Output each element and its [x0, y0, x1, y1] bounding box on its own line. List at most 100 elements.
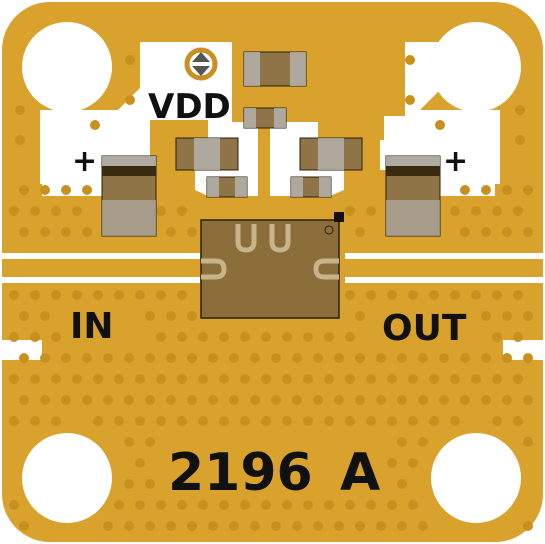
via — [208, 395, 218, 405]
via — [303, 500, 313, 510]
via — [135, 500, 145, 510]
via — [198, 416, 208, 426]
via — [345, 500, 355, 510]
via — [515, 105, 525, 115]
plus-right-label: + — [443, 144, 468, 179]
via — [261, 500, 271, 510]
vdd-test-point-icon — [192, 52, 210, 76]
via — [30, 206, 40, 216]
via — [166, 311, 176, 321]
via — [303, 374, 313, 384]
lower-right-clearance — [503, 340, 543, 360]
rf-gap-top — [2, 253, 200, 259]
capacitor-c3[interactable] — [175, 137, 239, 171]
via — [19, 395, 29, 405]
via — [429, 416, 439, 426]
via — [51, 374, 61, 384]
capacitor-c4[interactable] — [299, 137, 363, 171]
via — [145, 521, 155, 531]
via — [229, 395, 239, 405]
via — [145, 437, 155, 447]
via — [177, 500, 187, 510]
via-field — [9, 55, 533, 531]
via — [219, 374, 229, 384]
via — [397, 437, 407, 447]
via — [397, 395, 407, 405]
via — [355, 227, 365, 237]
via — [187, 227, 197, 237]
via — [429, 374, 439, 384]
via — [523, 395, 533, 405]
via — [523, 311, 533, 321]
via — [515, 135, 525, 145]
via — [481, 227, 491, 237]
via — [345, 416, 355, 426]
via — [156, 500, 166, 510]
via — [240, 416, 250, 426]
via — [15, 105, 25, 115]
via — [219, 500, 229, 510]
via — [523, 185, 533, 195]
via — [523, 521, 533, 531]
via — [9, 500, 19, 510]
via — [405, 55, 415, 65]
via — [261, 374, 271, 384]
via — [30, 332, 40, 342]
capacitor-c2[interactable] — [243, 107, 287, 129]
via — [240, 374, 250, 384]
via — [408, 500, 418, 510]
via — [156, 290, 166, 300]
part-number: 2196 — [168, 443, 313, 503]
capacitor-c1[interactable] — [243, 51, 307, 87]
via — [387, 500, 397, 510]
resistor-r2[interactable] — [290, 176, 332, 198]
via — [72, 290, 82, 300]
via — [271, 395, 281, 405]
via — [135, 374, 145, 384]
via — [460, 353, 470, 363]
via — [177, 374, 187, 384]
via — [397, 353, 407, 363]
via — [114, 416, 124, 426]
vdd-feed — [258, 122, 270, 200]
rf-gap-bottom — [2, 277, 200, 283]
via — [40, 311, 50, 321]
mounting-hole-bottom-right — [431, 433, 521, 523]
via — [177, 416, 187, 426]
resistor-r1[interactable] — [206, 176, 248, 198]
via — [166, 227, 176, 237]
via — [40, 353, 50, 363]
via — [366, 206, 376, 216]
via — [51, 332, 61, 342]
via — [376, 521, 386, 531]
via — [198, 500, 208, 510]
via — [30, 416, 40, 426]
amplifier-chip[interactable] — [200, 219, 340, 319]
out-label: OUT — [382, 308, 467, 349]
via — [292, 521, 302, 531]
via — [282, 416, 292, 426]
via — [418, 395, 428, 405]
via — [72, 374, 82, 384]
via — [492, 206, 502, 216]
via — [450, 416, 460, 426]
via — [439, 353, 449, 363]
via — [229, 353, 239, 363]
mounting-hole-bottom-left — [22, 433, 112, 523]
via — [40, 185, 50, 195]
via — [460, 185, 470, 195]
via — [177, 332, 187, 342]
via — [313, 521, 323, 531]
via — [355, 521, 365, 531]
tantalum-cap-left[interactable] — [101, 155, 157, 237]
tantalum-cap-right[interactable] — [385, 155, 441, 237]
vdd-test-point[interactable] — [184, 47, 218, 81]
via — [387, 416, 397, 426]
via — [19, 185, 29, 195]
via — [124, 479, 134, 489]
via — [61, 353, 71, 363]
via — [387, 458, 397, 468]
via — [502, 395, 512, 405]
via — [103, 521, 113, 531]
via — [313, 395, 323, 405]
